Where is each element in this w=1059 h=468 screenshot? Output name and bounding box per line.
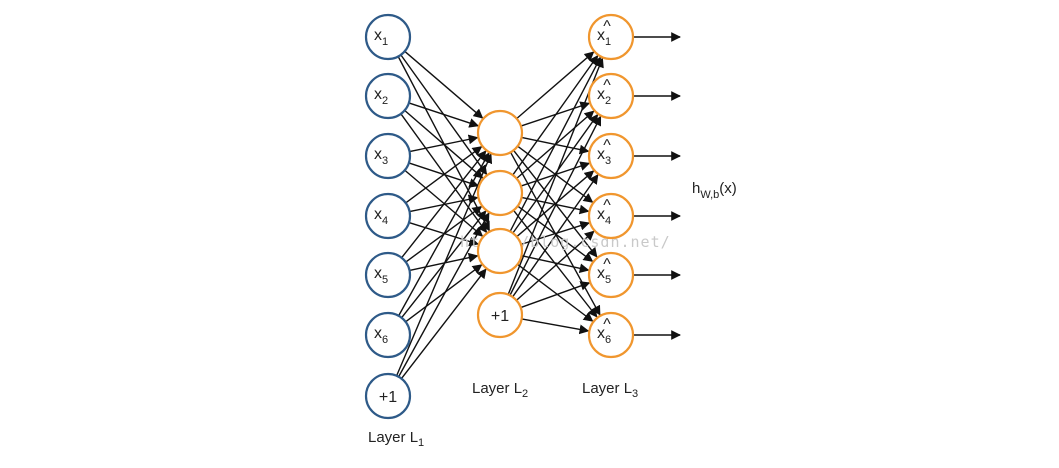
hidden-bias-label: +1 [491, 308, 509, 325]
hat-mark: ^ [603, 18, 611, 35]
hidden-node-circle [476, 227, 524, 275]
edge-hidden-4-to-output-1 [507, 57, 604, 295]
input-node-1: x1 [364, 13, 412, 61]
edge-input-3-to-hidden-1 [409, 134, 479, 153]
connections [395, 50, 604, 380]
edge-hidden-3-to-output-2 [512, 113, 599, 234]
edge-hidden-4-to-output-3 [512, 174, 599, 298]
edge-input-2-to-hidden-3 [400, 113, 488, 234]
layer-l3-label: Layer L3 [582, 380, 638, 400]
input-node-circle [364, 72, 412, 120]
edge-input-1-to-hidden-1 [404, 50, 484, 119]
hidden-node-1 [476, 109, 524, 157]
input-node-5: x5 [364, 251, 412, 299]
edge-hidden-1-to-output-1 [516, 51, 595, 120]
output-node-label: x6 [597, 325, 611, 346]
hidden-node-3 [476, 227, 524, 275]
input-node-label: x6 [374, 325, 388, 346]
input-node-circle [364, 372, 412, 420]
output-node-label: x2 [597, 86, 611, 107]
hidden-node-circle [476, 109, 524, 157]
output-node-6: x6^ [587, 311, 635, 359]
input-node-label: x3 [374, 146, 388, 167]
hat-mark: ^ [603, 256, 611, 273]
output-node-label: x4 [597, 206, 611, 227]
edge-input-6-to-hidden-1 [398, 152, 490, 317]
edge-hidden-4-to-output-4 [515, 230, 595, 301]
output-node-4: x4^ [587, 192, 635, 240]
edge-input-4-to-hidden-1 [405, 146, 483, 204]
output-node-5: x5^ [587, 251, 635, 299]
output-node-circle [587, 132, 635, 180]
hat-mark: ^ [603, 316, 611, 333]
edge-input-5-to-hidden-3 [409, 252, 479, 272]
edge-input-7-to-hidden-2 [398, 212, 490, 378]
output-node-circle [587, 72, 635, 120]
output-function-label: hW,b(x) [692, 180, 737, 201]
input-node-label: x5 [374, 265, 388, 286]
input-node-circle [364, 132, 412, 180]
input-node-circle [364, 311, 412, 359]
edge-hidden-4-to-output-2 [509, 115, 602, 296]
edge-hidden-4-to-output-6 [521, 318, 590, 335]
layer-l2-label: Layer L2 [472, 380, 528, 400]
hidden-node-2 [476, 169, 524, 217]
hidden-node-circle [476, 169, 524, 217]
hidden-node-4: +1 [476, 291, 524, 339]
input-node-circle [364, 13, 412, 61]
edge-input-4-to-hidden-3 [408, 221, 479, 247]
output-node-label: x1 [597, 27, 611, 48]
output-node-circle [587, 251, 635, 299]
edge-hidden-3-to-output-3 [516, 170, 595, 238]
output-arrows [633, 32, 681, 340]
output-node-circle [587, 192, 635, 240]
edge-hidden-3-to-output-4 [520, 220, 590, 246]
edge-input-3-to-hidden-3 [404, 169, 484, 237]
output-node-2: x2^ [587, 72, 635, 120]
input-node-circle [364, 251, 412, 299]
layer-l1-label: Layer L1 [368, 429, 424, 449]
input-node-circle [364, 192, 412, 240]
input-node-2: x2 [364, 72, 412, 120]
output-node-circle [587, 311, 635, 359]
edge-hidden-2-to-output-1 [512, 54, 599, 176]
hat-mark: ^ [603, 77, 611, 94]
edge-input-2-to-hidden-1 [408, 102, 480, 128]
input-node-3: x3 [364, 132, 412, 180]
hidden-node-circle [476, 291, 524, 339]
output-node-1: x1^ [587, 13, 635, 61]
hat-mark: ^ [603, 137, 611, 154]
hat-mark: ^ [603, 197, 611, 214]
edge-hidden-4-to-output-5 [520, 281, 591, 309]
input-node-4: x4 [364, 192, 412, 240]
input-node-label: x4 [374, 206, 388, 227]
edge-hidden-3-to-output-1 [509, 56, 602, 232]
edge-input-6-to-hidden-3 [405, 264, 483, 323]
edge-hidden-3-to-output-5 [521, 254, 590, 274]
input-bias-label: +1 [379, 389, 397, 406]
input-node-label: x2 [374, 86, 388, 107]
output-node-circle [587, 13, 635, 61]
input-node-7: +1 [364, 372, 412, 420]
output-node-label: x5 [597, 265, 611, 286]
input-node-6: x6 [364, 311, 412, 359]
input-node-label: x1 [374, 27, 388, 48]
edge-hidden-3-to-output-6 [517, 263, 594, 322]
edge-input-7-to-hidden-1 [395, 153, 493, 377]
output-node-3: x3^ [587, 132, 635, 180]
edge-input-5-to-hidden-1 [401, 150, 487, 259]
edge-input-7-to-hidden-3 [400, 268, 487, 380]
output-node-label: x3 [597, 146, 611, 167]
